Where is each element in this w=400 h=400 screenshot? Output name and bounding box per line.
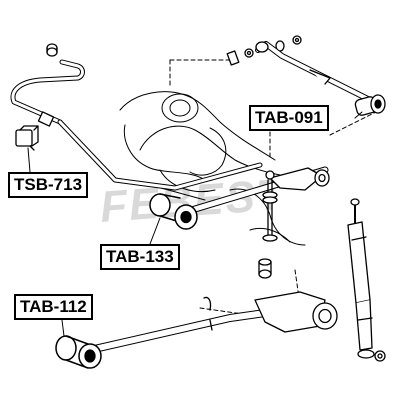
stabilizer-link [258, 170, 278, 279]
upper-arm-washers [226, 35, 302, 66]
shock-absorber [347, 198, 386, 362]
label-connectors [27, 111, 363, 337]
part-label-tsb-713: TSB-713 [8, 172, 89, 198]
tab112-bushing-icon [55, 335, 102, 369]
part-label-tab-091: TAB-091 [249, 105, 329, 131]
tab133-bushing-icon [149, 193, 198, 230]
leader-lines [169, 59, 381, 316]
lateral-rod [181, 166, 330, 216]
part-label-tab-112: TAB-112 [14, 294, 93, 320]
stabilizer-link-nut [46, 43, 58, 57]
upper-control-arm [255, 41, 386, 116]
stabilizer-bushing-icon [15, 125, 39, 151]
stabilizer-bar [10, 59, 263, 191]
part-label-tab-133: TAB-133 [100, 244, 180, 270]
lower-control-arm [86, 291, 338, 354]
